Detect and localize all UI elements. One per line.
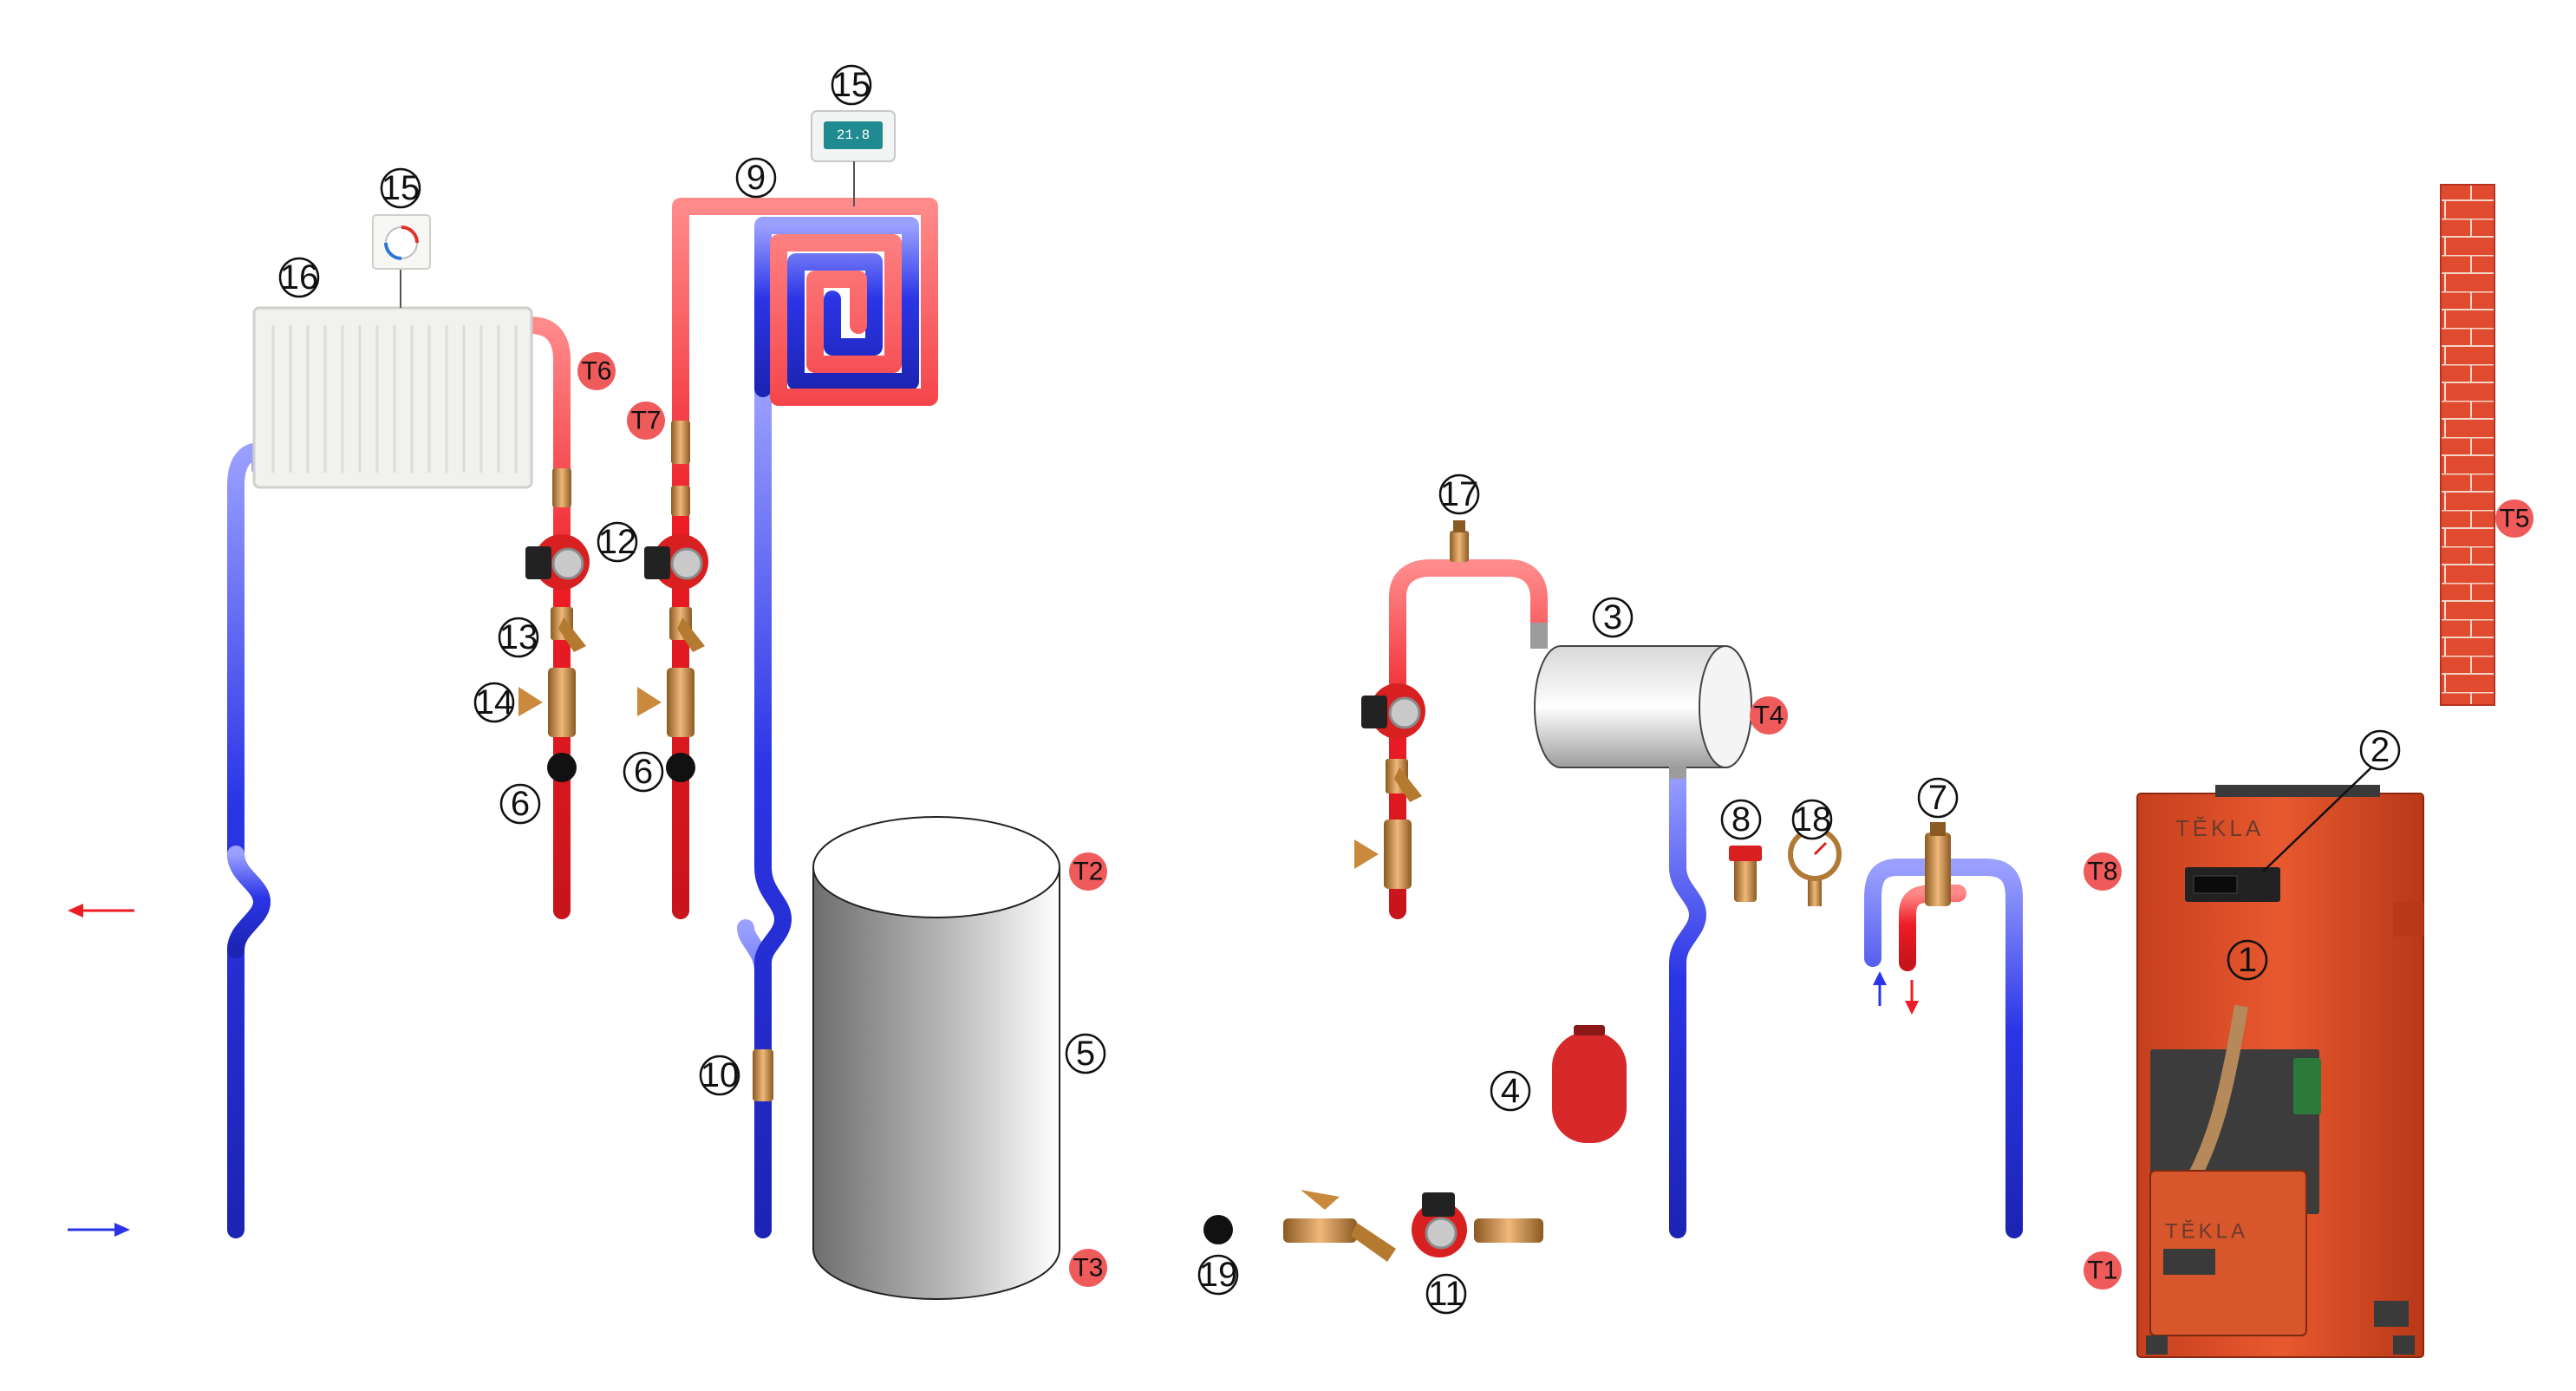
svg-text:17: 17 <box>1440 475 1479 513</box>
ball-valve-icon <box>667 668 695 737</box>
svg-text:T2: T2 <box>1073 858 1103 886</box>
boiler-brand: TĔKLA <box>2175 815 2264 841</box>
mixing-valve-icon <box>1203 1215 1233 1244</box>
digital-thermostat: 21.8 <box>811 110 896 162</box>
svg-text:T5: T5 <box>2499 505 2529 533</box>
number-label-12: 12 <box>597 521 638 563</box>
svg-text:16: 16 <box>280 258 319 297</box>
return-arrow <box>68 1223 130 1237</box>
svg-text:19: 19 <box>1199 1256 1238 1294</box>
underfloor-valve-group <box>637 421 708 782</box>
number-label-15a: 15 <box>380 167 421 209</box>
ball-valve-icon <box>1384 820 1412 889</box>
svg-text:T1: T1 <box>2087 1257 2117 1285</box>
mixing-valve-7-icon <box>1925 822 1951 906</box>
number-label-18: 18 <box>1791 799 1833 840</box>
air-vent-icon <box>1450 520 1469 562</box>
number-label-14: 14 <box>473 682 515 723</box>
strainer-icon <box>1351 1223 1396 1262</box>
number-label-9: 9 <box>735 157 777 199</box>
pellet-burner <box>2149 1170 2307 1336</box>
svg-text:T6: T6 <box>581 357 611 386</box>
svg-text:15: 15 <box>832 66 871 104</box>
number-label-4: 4 <box>1490 1070 1531 1112</box>
sensor-label-t8: T8 <box>2084 852 2122 891</box>
room-thermostat-dial <box>372 214 431 270</box>
sensor-label-t4: T4 <box>1750 696 1788 735</box>
sensor-label-t1: T1 <box>2084 1251 2122 1290</box>
svg-text:12: 12 <box>598 523 637 561</box>
radiator-valve-group <box>518 468 590 782</box>
number-label-8: 8 <box>1720 799 1762 840</box>
svg-text:6: 6 <box>511 785 530 823</box>
svg-text:7: 7 <box>1928 779 1947 817</box>
burner-brand: TĔKLA <box>2165 1220 2248 1244</box>
number-label-17: 17 <box>1438 473 1480 515</box>
number-label-2: 2 <box>2262 729 2401 872</box>
dhw-pump-group <box>1354 683 1425 889</box>
supply-arrow <box>68 904 134 918</box>
svg-text:3: 3 <box>1603 598 1622 637</box>
number-label-16: 16 <box>278 257 320 298</box>
mixing-valve-flow-arrows <box>1873 971 1919 1015</box>
svg-text:8: 8 <box>1731 800 1751 839</box>
sensor-label-t2: T2 <box>1069 852 1107 891</box>
relief-valve-icon <box>1729 846 1762 902</box>
sensor-label-t5: T5 <box>2495 500 2534 538</box>
number-label-15b: 15 <box>831 64 872 106</box>
svg-text:T4: T4 <box>1753 702 1784 730</box>
svg-text:11: 11 <box>1428 1275 1464 1313</box>
svg-text:10: 10 <box>701 1056 740 1094</box>
expansion-vessel <box>1552 1025 1627 1143</box>
pressure-gauge-icon <box>1788 827 1842 906</box>
radiator <box>252 306 533 489</box>
thermostat-display: 21.8 <box>837 127 870 143</box>
svg-text:14: 14 <box>475 683 514 722</box>
svg-text:T7: T7 <box>630 407 661 435</box>
return-fitting-icon <box>753 1049 773 1101</box>
number-label-6b: 6 <box>623 751 664 793</box>
svg-text:1: 1 <box>2238 941 2257 979</box>
mixing-valve-icon <box>666 753 695 782</box>
svg-text:2: 2 <box>2371 731 2390 769</box>
mixing-valve-icon <box>547 753 577 782</box>
sensor-label-t3: T3 <box>1069 1249 1107 1287</box>
number-label-5: 5 <box>1065 1033 1106 1074</box>
svg-text:6: 6 <box>634 753 653 791</box>
buffer-tank <box>812 816 1060 1300</box>
svg-text:T8: T8 <box>2087 858 2117 886</box>
svg-text:13: 13 <box>499 618 538 656</box>
return-valve-group <box>1203 1190 1543 1262</box>
number-label-7: 7 <box>1917 777 1959 819</box>
number-label-10: 10 <box>699 1055 740 1096</box>
number-label-19: 19 <box>1197 1254 1239 1296</box>
svg-text:4: 4 <box>1501 1072 1520 1110</box>
sensor-label-t6: T6 <box>577 352 616 390</box>
sensor-label-t7: T7 <box>627 402 665 440</box>
svg-text:5: 5 <box>1076 1035 1095 1073</box>
svg-text:18: 18 <box>1793 800 1832 839</box>
supply-pipes <box>160 198 2155 1238</box>
svg-text:T3: T3 <box>1073 1254 1103 1283</box>
number-label-3: 3 <box>1592 597 1634 638</box>
boiler: TĔKLA TĔKLA <box>2136 785 2424 1358</box>
svg-text:9: 9 <box>747 159 766 197</box>
number-label-1: 1 <box>2227 939 2268 981</box>
number-label-11: 11 <box>1425 1273 1467 1315</box>
ball-valve-icon <box>1283 1218 1357 1243</box>
hot-water-tank <box>1530 623 1752 779</box>
number-label-6a: 6 <box>499 783 541 825</box>
brick-chimney <box>2440 184 2495 706</box>
number-label-13: 13 <box>498 617 539 658</box>
ball-valve-icon <box>548 668 576 737</box>
svg-text:15: 15 <box>382 169 421 207</box>
